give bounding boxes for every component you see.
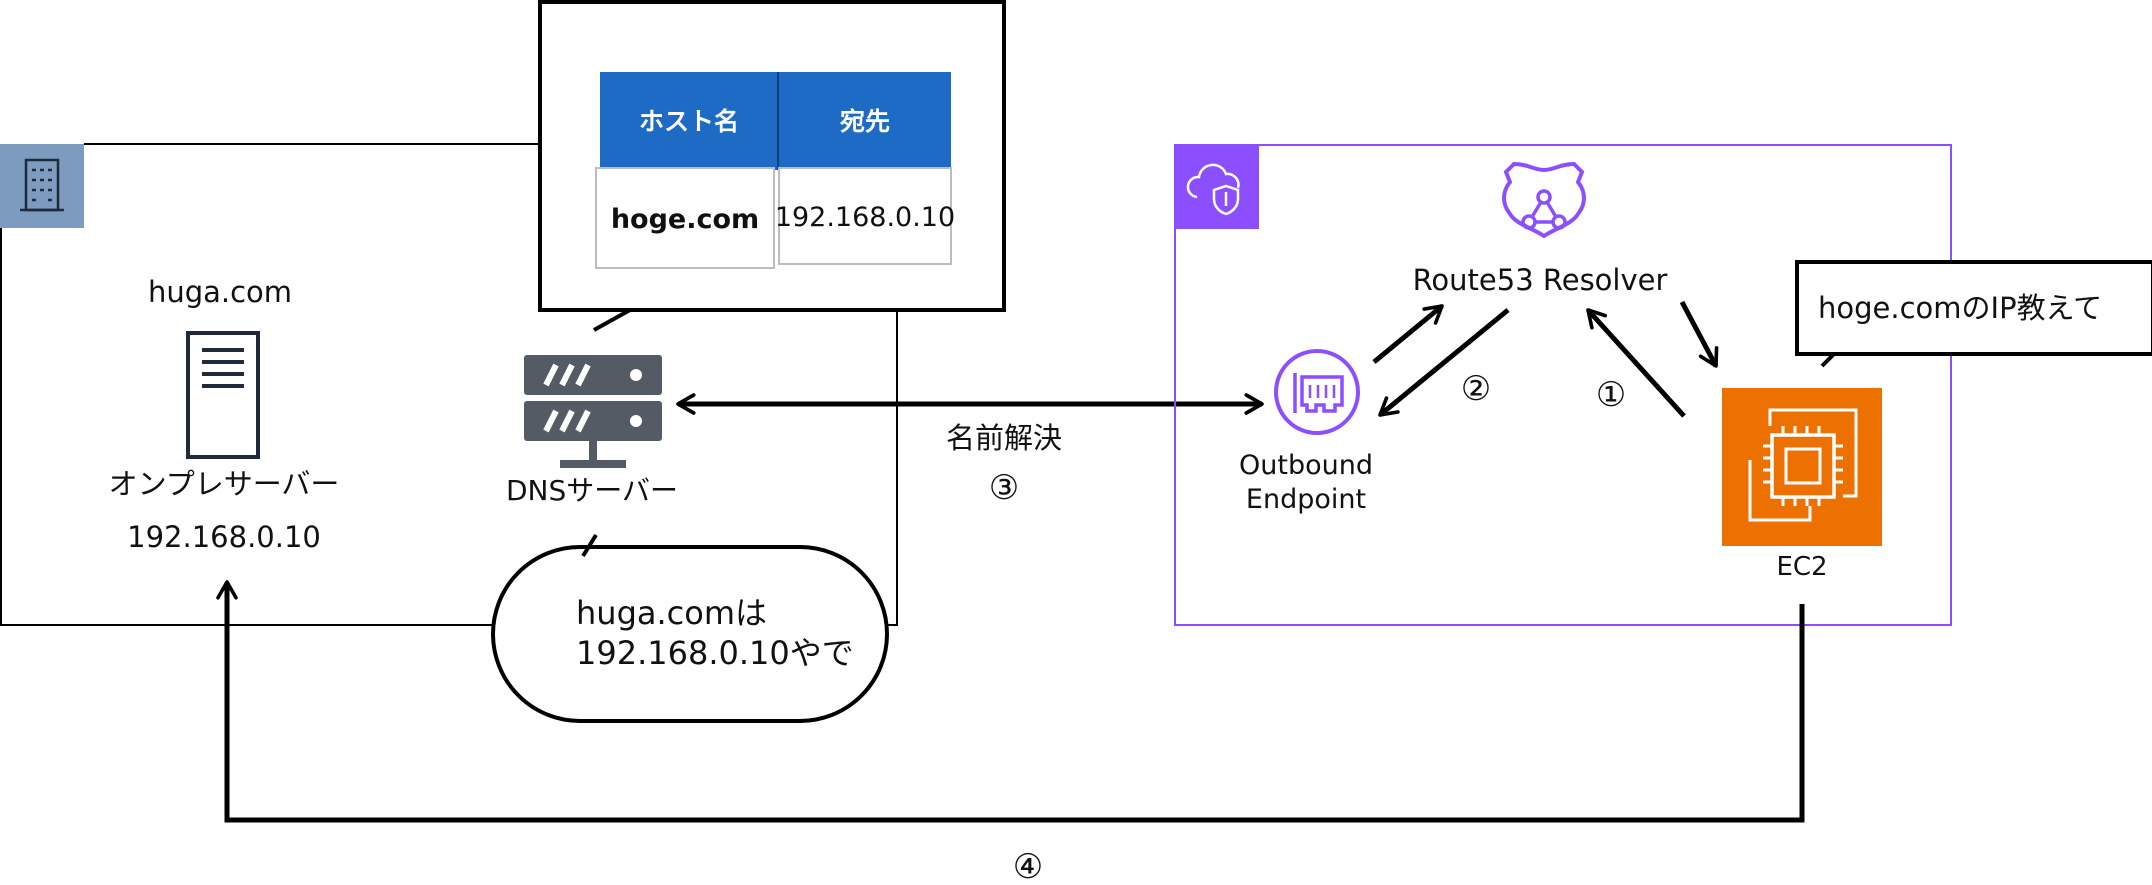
resolver-to-endpoint-arrow: [1378, 308, 1510, 417]
table-cell-dest: [778, 167, 952, 265]
ec2-to-onprem-arrow: [216, 580, 1805, 823]
reply-line2: 192.168.0.10やで: [576, 634, 854, 672]
table-host-value: hoge.com: [611, 204, 759, 235]
onprem-group: huga.com オンプレサーバー 192.168.0.10: [0, 143, 898, 626]
step-2-label: ②: [1461, 369, 1491, 409]
dns-record-callout: ホスト名 宛先 hoge.com 192.168.0.10: [538, 0, 1006, 332]
step-3-label: ③: [989, 468, 1019, 508]
onprem-server-ip: 192.168.0.10: [127, 520, 321, 554]
onprem-hostname: huga.com: [148, 275, 292, 309]
server-icon: [186, 331, 260, 459]
cloud-shield-icon: [1186, 163, 1240, 216]
ec2-label: EC2: [1776, 552, 1827, 582]
building-icon-badge: [0, 144, 84, 228]
step-4-label: ④: [1013, 847, 1043, 885]
dns-server-label: DNSサーバー: [506, 474, 678, 507]
ec2-icon: [1722, 388, 1882, 546]
onprem-server-label: オンプレサーバー: [109, 467, 340, 501]
route53-resolver-label: Route53 Resolver: [1413, 263, 1668, 297]
table-header-dest-text: 宛先: [839, 107, 890, 136]
table-cell-host: [595, 167, 775, 269]
dns-record-table: ホスト名 宛先 hoge.com 192.168.0.10: [595, 72, 955, 269]
reply-bubble: huga.comは 192.168.0.10やで: [491, 533, 889, 723]
building-icon: [20, 158, 64, 212]
table-header-host: [600, 72, 778, 170]
table-dest-value: 192.168.0.10: [775, 202, 955, 233]
reply-line1: huga.comは: [576, 594, 767, 632]
endpoint-to-resolver-arrow: [1372, 304, 1444, 364]
ec2-question-callout: hoge.comのIP教えて: [1795, 260, 2152, 368]
resolver-to-ec2-arrow: [1679, 300, 1719, 368]
resolution-label: 名前解決: [946, 421, 1062, 455]
outbound-endpoint-line2: Endpoint: [1246, 484, 1366, 515]
outbound-endpoint-line1: Outbound: [1239, 450, 1373, 481]
step-1-label: ①: [1596, 375, 1626, 415]
outbound-endpoint-icon: [1274, 349, 1360, 435]
ec2-question-text: hoge.comのIP教えて: [1818, 291, 2102, 325]
table-header-host-text: ホスト名: [639, 107, 739, 136]
dns-server-icon: [524, 355, 662, 468]
route53-resolver-icon: [1502, 161, 1586, 239]
table-header-dest: [779, 72, 951, 170]
aws-vpc-group: [1174, 144, 1952, 626]
ec2-to-resolver-arrow: [1586, 308, 1686, 418]
